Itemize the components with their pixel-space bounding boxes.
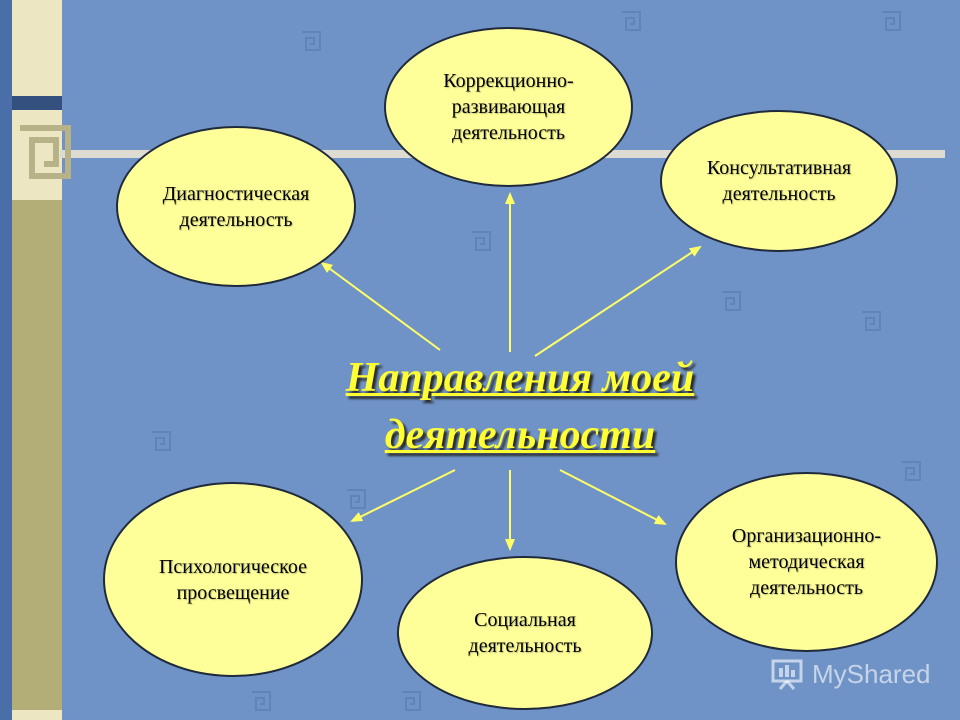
greek-key-decor-icon [20, 125, 71, 179]
background-pattern-icon [302, 31, 321, 51]
diagram-title: Направления моей деятельности [345, 355, 695, 458]
background-pattern-icon [472, 231, 491, 251]
watermark: MyShared [770, 656, 931, 692]
presentation-board-icon [771, 659, 803, 690]
node-correction: Коррекционно- развивающая деятельность [384, 27, 633, 187]
left-border-strip [0, 0, 12, 720]
node-social: Социальная деятельность [397, 556, 653, 710]
watermark-text: MyShared [812, 658, 931, 689]
arrow-to-diagnostic [320, 261, 441, 351]
node-organizational: Организационно- методическая деятельност… [675, 472, 938, 652]
node-diagnostic: Диагностическая деятельность [116, 126, 356, 287]
node-psych-education: Психологическое просвещение [103, 482, 363, 677]
background-pattern-icon [347, 489, 366, 509]
background-pattern-icon [722, 291, 741, 311]
background-pattern-icon [622, 11, 641, 31]
background-pattern-icon [252, 691, 271, 711]
background-pattern-icon [152, 431, 171, 451]
node-consulting: Консультативная деятельность [660, 110, 898, 252]
background-pattern-icon [882, 11, 901, 31]
left-decor-band [12, 96, 62, 110]
left-decor-lower-panel [12, 200, 62, 710]
background-pattern-icon [902, 461, 921, 481]
arrow-to-consulting [534, 245, 702, 357]
background-pattern-icon [402, 691, 421, 711]
arrow-to-organizational [559, 469, 667, 525]
background-pattern-icon [862, 311, 881, 331]
arrow-to-psych-education [350, 469, 456, 522]
